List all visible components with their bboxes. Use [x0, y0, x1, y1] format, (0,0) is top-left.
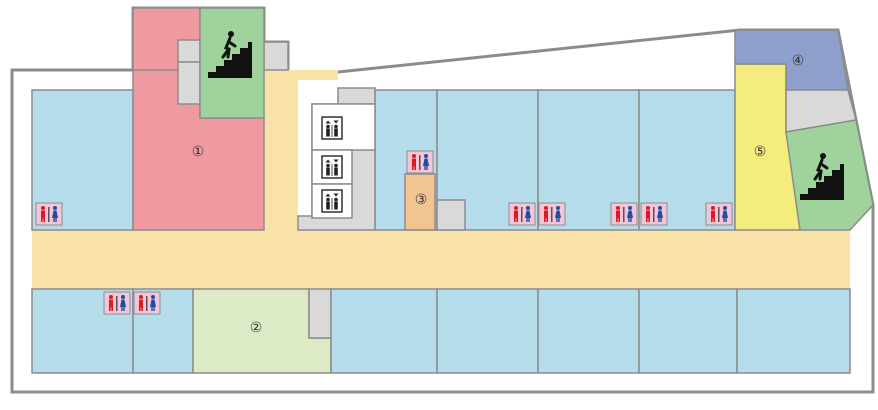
service-room — [436, 199, 466, 231]
restroom-icon — [705, 202, 733, 226]
restroom-icon — [133, 291, 161, 315]
stairs-block — [785, 119, 874, 231]
room — [436, 288, 539, 374]
service-room — [177, 39, 201, 63]
elevator-icon — [321, 189, 343, 213]
restroom-icon — [508, 202, 536, 226]
elevator-icon — [321, 155, 343, 179]
service-room — [177, 61, 201, 105]
service-room — [337, 87, 376, 105]
room — [638, 288, 738, 374]
room — [537, 288, 640, 374]
restroom-icon — [103, 291, 131, 315]
elevator-icon — [321, 116, 343, 140]
area-4-label: ④ — [792, 53, 805, 69]
area-3-block — [404, 173, 436, 231]
restroom-icon — [640, 202, 668, 226]
restroom-icon — [610, 202, 638, 226]
restroom-icon — [538, 202, 566, 226]
area-3-label: ③ — [415, 192, 428, 208]
elevator-lobby — [311, 103, 376, 151]
area-5-label: ⑤ — [754, 144, 767, 160]
service-room — [308, 288, 332, 339]
service-room — [263, 41, 289, 71]
area-1-label: ① — [192, 144, 205, 160]
room — [330, 288, 438, 374]
room — [736, 288, 851, 374]
restroom-icon — [35, 202, 63, 226]
corridor — [32, 70, 850, 289]
area-2-label: ② — [250, 320, 263, 336]
restroom-icon — [406, 150, 434, 174]
